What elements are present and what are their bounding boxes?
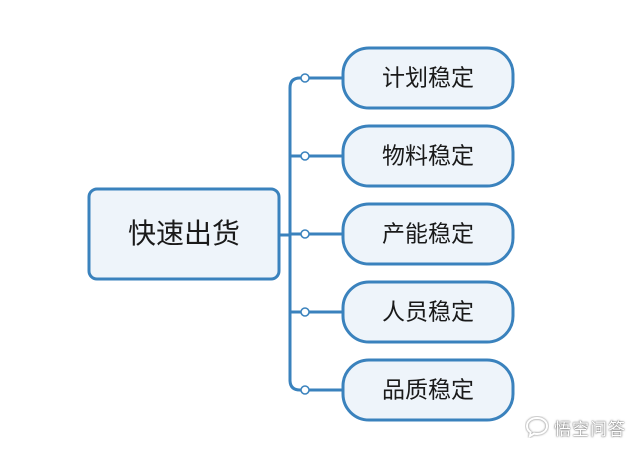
child-node-label: 品质稳定 bbox=[382, 378, 474, 404]
watermark-text: 悟空问答 bbox=[554, 419, 626, 440]
child-node-label: 物料稳定 bbox=[382, 144, 474, 170]
root-node-box bbox=[87, 187, 281, 281]
child-node-box bbox=[341, 124, 515, 188]
connector-dot bbox=[300, 229, 310, 239]
child-node: 计划稳定 bbox=[341, 46, 515, 110]
child-node-label: 人员稳定 bbox=[382, 300, 474, 326]
watermark: 悟空问答 bbox=[525, 415, 626, 440]
child-node-box bbox=[341, 280, 515, 344]
connector-dot bbox=[300, 385, 310, 395]
child-node: 产能稳定 bbox=[341, 202, 515, 266]
child-node: 人员稳定 bbox=[341, 280, 515, 344]
root-node: 快速出货 bbox=[87, 187, 281, 281]
connector-dot bbox=[300, 307, 310, 317]
child-node-label: 产能稳定 bbox=[382, 222, 474, 248]
child-node: 物料稳定 bbox=[341, 124, 515, 188]
child-node-box bbox=[341, 46, 515, 110]
chat-bubble-icon bbox=[525, 416, 549, 438]
child-node-box bbox=[341, 202, 515, 266]
child-node: 品质稳定 bbox=[341, 358, 515, 422]
connectors bbox=[279, 73, 343, 395]
connector-dot bbox=[300, 73, 310, 83]
child-node-label: 计划稳定 bbox=[382, 66, 474, 92]
root-node-label: 快速出货 bbox=[128, 217, 240, 250]
connector-dot bbox=[300, 151, 310, 161]
child-node-box bbox=[341, 358, 515, 422]
